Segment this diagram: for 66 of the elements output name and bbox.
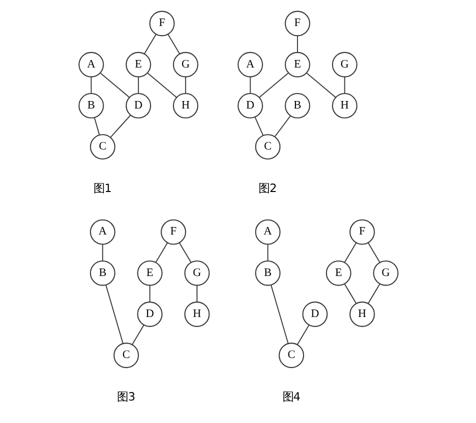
node-circle: C xyxy=(254,134,280,160)
node-circle: G xyxy=(184,260,210,286)
node-circle: D xyxy=(136,302,162,327)
node-circle: A xyxy=(254,219,280,245)
node-circle: F xyxy=(148,10,174,36)
connector xyxy=(154,242,168,263)
connector xyxy=(344,76,345,94)
connector xyxy=(104,284,123,344)
node-circle: B xyxy=(89,260,115,286)
node-circle: G xyxy=(172,52,198,78)
node-circle: C xyxy=(278,342,304,368)
node-circle: E xyxy=(284,52,310,78)
node-circle: F xyxy=(284,10,310,36)
connector xyxy=(143,34,156,54)
connector xyxy=(274,115,290,138)
connector xyxy=(270,284,288,344)
connector xyxy=(296,35,298,53)
connector xyxy=(254,116,264,136)
node-circle: H xyxy=(184,302,210,327)
node-circle: A xyxy=(78,52,104,78)
node-circle: F xyxy=(348,219,374,245)
node-circle: A xyxy=(237,52,262,78)
node-circle: H xyxy=(331,93,357,118)
connector xyxy=(148,284,150,302)
connector xyxy=(166,34,180,54)
connector xyxy=(146,72,177,98)
connector xyxy=(137,76,138,94)
node-circle: C xyxy=(89,134,115,160)
connector xyxy=(249,76,250,94)
connector xyxy=(258,72,288,98)
connector xyxy=(296,324,310,345)
connector xyxy=(266,244,268,262)
node-circle: E xyxy=(136,260,162,286)
node-circle: E xyxy=(325,260,351,286)
connector xyxy=(306,72,336,98)
label: 图2 xyxy=(258,181,276,196)
node-circle: B xyxy=(254,260,280,286)
node-circle: F xyxy=(160,219,186,245)
connector xyxy=(102,244,103,262)
node-circle: E xyxy=(125,52,151,78)
node-circle: D xyxy=(302,302,328,327)
connector xyxy=(110,114,130,138)
label: 图4 xyxy=(282,390,300,404)
connector xyxy=(99,72,130,98)
connector xyxy=(344,242,356,263)
node-circle: G xyxy=(331,52,357,78)
connector xyxy=(367,283,380,304)
node-circle: G xyxy=(372,260,398,286)
node-circle: B xyxy=(78,93,104,118)
node-circle: H xyxy=(348,302,374,327)
connector xyxy=(196,284,198,302)
connector xyxy=(367,242,380,263)
node-circle: A xyxy=(89,219,115,245)
label: 图3 xyxy=(116,390,135,404)
node-circle: D xyxy=(237,93,262,118)
connector xyxy=(90,76,92,94)
node-circle: C xyxy=(113,342,138,368)
node-circle: B xyxy=(284,93,310,118)
label: 图1 xyxy=(93,181,112,196)
node-circle: H xyxy=(172,93,198,118)
connector xyxy=(131,324,144,345)
node-circle: D xyxy=(125,93,151,118)
connector xyxy=(184,76,186,94)
connector xyxy=(93,117,100,136)
connector xyxy=(178,242,191,263)
connector xyxy=(344,283,356,304)
